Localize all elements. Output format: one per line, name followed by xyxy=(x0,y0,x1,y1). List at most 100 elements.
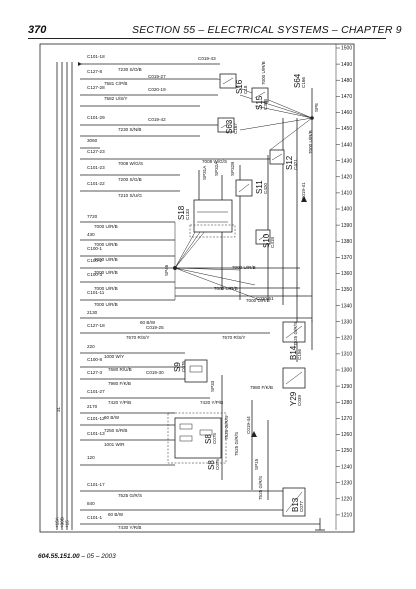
scale-label: 1450 xyxy=(341,126,352,132)
bus-label: +15 xyxy=(65,520,70,528)
s18-dashed xyxy=(189,224,236,238)
wire-label: 7000 U/R/B xyxy=(94,270,118,275)
connector-ref: C020-19 xyxy=(148,87,166,92)
scale-label: 1420 xyxy=(341,175,352,181)
wire-label: 7525 G/R/S xyxy=(118,493,142,498)
connector-label: 220 xyxy=(87,344,95,349)
wire-label: 7000 U/R/B xyxy=(232,265,256,270)
splice-label: SP31A xyxy=(202,165,207,180)
wire-label: 7980 F/K/B xyxy=(250,385,273,390)
scale-label: 1470 xyxy=(341,94,352,100)
connector-label: 2170 xyxy=(87,404,98,409)
wire-label: 1001 W/R xyxy=(104,442,125,447)
component-code: C075 xyxy=(212,433,217,444)
scale-label: 1230 xyxy=(341,480,352,486)
connector-label: C101-23 xyxy=(87,165,105,170)
page-title: SECTION 55 – ELECTRICAL SYSTEMS – CHAPTE… xyxy=(132,24,402,36)
scale-label: 1210 xyxy=(341,513,352,519)
component-name: S15 xyxy=(255,95,264,110)
scale-label: 1240 xyxy=(341,464,352,470)
diagram-frame xyxy=(39,43,355,533)
component-code: C039 xyxy=(297,395,302,406)
scale-label: 1340 xyxy=(341,303,352,309)
wire-label: 7000 U/R/B xyxy=(94,257,118,262)
wire-label: 7230 S/N/B xyxy=(118,127,142,132)
connector-label: C100-2 xyxy=(87,258,103,263)
scale-label: 1330 xyxy=(341,319,352,325)
scale-label: 1370 xyxy=(341,255,352,261)
connector-ref: C019-27 xyxy=(148,74,166,79)
scale-label: 1380 xyxy=(341,239,352,245)
wire-label: 7000 U/R/B xyxy=(94,242,118,247)
component-code: C077 xyxy=(299,501,304,512)
component-name: S16 xyxy=(235,79,244,94)
connector-label: C101-17 xyxy=(87,482,105,487)
component-code: C418 xyxy=(270,237,275,248)
component-code: C421 xyxy=(293,159,298,170)
diagram-labels: C101-18C127-8C127-28C101-293060C127-23C1… xyxy=(87,54,319,530)
wire-label: 7525 G/R/S xyxy=(293,322,298,346)
connector-label: C100-1 xyxy=(87,246,103,251)
scale-label: 1270 xyxy=(341,416,352,422)
left-bus xyxy=(56,62,73,530)
connector-ref: C019-42 xyxy=(148,117,166,122)
bus-label: +30B xyxy=(60,517,65,528)
scale-label: 1500 xyxy=(341,46,352,52)
wire-label: 7008 W/G/S xyxy=(118,161,143,166)
header-rule xyxy=(28,38,386,39)
connector-label: 120 xyxy=(87,455,95,460)
scale-label: 1350 xyxy=(341,287,352,293)
scale-label: 1290 xyxy=(341,384,352,390)
scale-label: 1430 xyxy=(341,158,352,164)
component-name: S18 xyxy=(177,205,186,220)
component-code: C075 xyxy=(215,459,220,470)
right-scale: 1500149014801470146014501440143014201410… xyxy=(336,46,352,519)
component-name: S10 xyxy=(262,233,271,248)
component-name: S9 xyxy=(173,362,182,372)
wire-label: 7582 U/S/Y xyxy=(104,96,128,101)
wire-label: 7210 S/U/G xyxy=(118,193,142,198)
wire-label: 7000 U/R/B xyxy=(261,61,266,85)
wire-label: 7200 S/G/B xyxy=(118,177,142,182)
connector-label: C101-12 xyxy=(87,416,105,421)
component-code: C18 xyxy=(243,85,248,94)
splice-sp46 xyxy=(173,266,177,270)
component-name: S11 xyxy=(255,180,264,194)
connector-label: 3060 xyxy=(87,138,98,143)
connector-label: C101-13 xyxy=(87,431,105,436)
wire-label: 7008 W/G/S xyxy=(202,159,227,164)
connector-ref: C019-25 xyxy=(146,325,164,330)
wire-label: 7430 Y/R/B xyxy=(118,525,141,530)
connector-label: 840 xyxy=(87,501,95,506)
wire-label: 7980 F/K/B xyxy=(108,381,131,386)
scale-label: 1410 xyxy=(341,191,352,197)
scale-label: 1280 xyxy=(341,400,352,406)
scale-label: 1260 xyxy=(341,432,352,438)
s8-dashed xyxy=(167,412,227,464)
connector-label: 7720 xyxy=(87,214,98,219)
bus-label: +15A xyxy=(55,516,60,528)
ground-symbol xyxy=(315,518,325,531)
component-name: S63 xyxy=(225,119,234,134)
wire-label: 60 B/W xyxy=(108,512,124,517)
splice-label: SP32A xyxy=(214,161,219,176)
doc-code: 604.55.151.00 xyxy=(38,553,80,560)
wire-label: 7000 U/R/B xyxy=(246,298,270,303)
horizontal-wires xyxy=(80,63,320,525)
connector-ref: C019-43 xyxy=(198,56,216,61)
component-name: Y29 xyxy=(289,391,298,406)
scale-label: 1220 xyxy=(341,497,352,503)
component-code: C076 xyxy=(181,361,186,372)
wire-label: 7581 C/P/B xyxy=(104,81,128,86)
connector-ref: C019-41 xyxy=(301,182,306,200)
component-code: C166 xyxy=(301,77,306,88)
connector-label: C127-18 xyxy=(87,323,105,328)
scale-label: 1480 xyxy=(341,78,352,84)
wire-label: 7230 S/O/B xyxy=(118,67,142,72)
wire-label: 7525 G/R/S xyxy=(258,476,263,500)
wire-label: 7680 R/U/B xyxy=(108,367,132,372)
wire-label: 7420 Y/P/B xyxy=(108,400,131,405)
wire-label: 1000 W/Y xyxy=(104,354,124,359)
connector-label: C127-28 xyxy=(87,85,105,90)
